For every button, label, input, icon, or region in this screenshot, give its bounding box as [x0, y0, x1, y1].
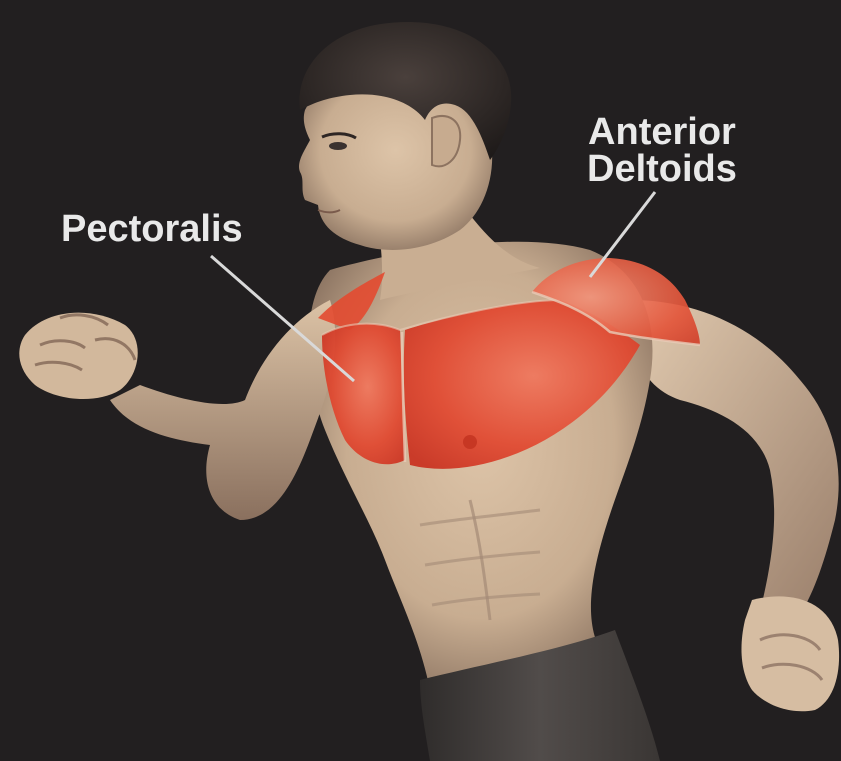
anterior-deltoids-label-line1: Anterior: [587, 114, 737, 151]
head: [299, 22, 511, 250]
pectoralis-label: Pectoralis: [61, 211, 243, 248]
anterior-deltoids-label: Anterior Deltoids: [587, 114, 737, 188]
right-arm: [629, 300, 839, 711]
anterior-deltoids-label-line2: Deltoids: [587, 151, 737, 188]
left-arm: [110, 300, 335, 520]
left-fist: [19, 313, 137, 399]
